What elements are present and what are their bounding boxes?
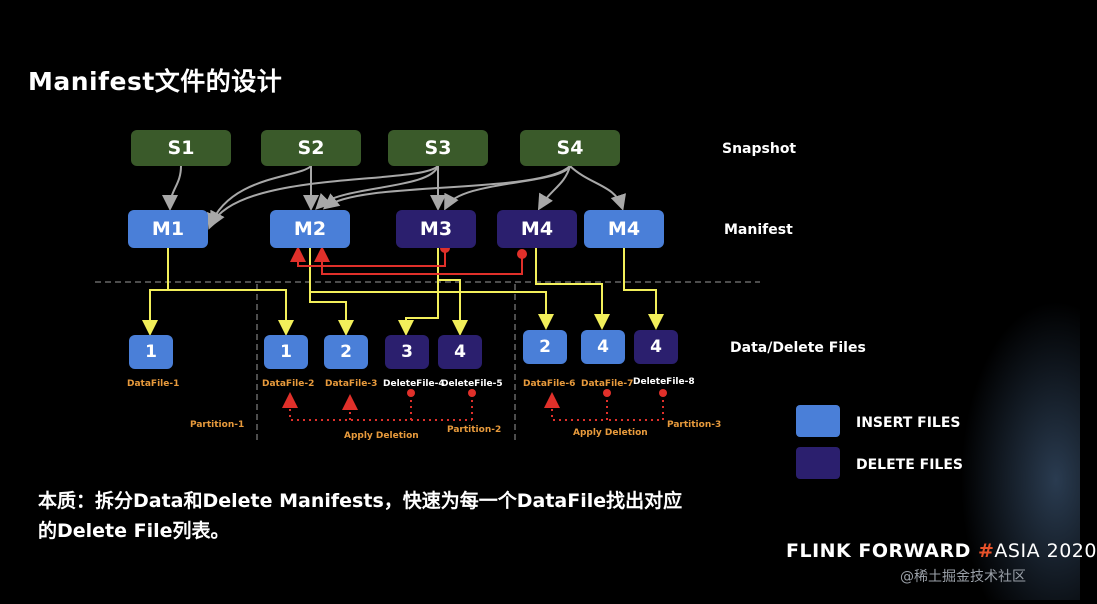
- legend-insert-swatch: [796, 405, 840, 437]
- snapshot-s4: S4: [520, 130, 620, 166]
- brand-logo: FLINK FORWARD #ASIA 2020: [786, 540, 1097, 562]
- decorative-glow: [960, 300, 1080, 600]
- apply-deletion-links: [282, 392, 664, 421]
- file-label: DataFile-7: [581, 379, 634, 389]
- manifest-m2: M2: [270, 210, 350, 248]
- manifest-m1: M1: [128, 210, 208, 248]
- row-label-snapshot: Snapshot: [722, 141, 797, 157]
- snapshot-s1: S1: [131, 130, 231, 166]
- delete-manifest-links: [290, 243, 527, 275]
- file-label: DeleteFile-8: [633, 377, 695, 387]
- brand-main: FLINK FORWARD: [786, 540, 978, 562]
- file-deletefile-4: 3: [385, 335, 429, 369]
- delete-dots: [407, 389, 667, 397]
- partition-separators: [95, 281, 760, 440]
- file-label: DataFile-3: [325, 379, 378, 389]
- file-label: DeleteFile-4: [383, 379, 445, 389]
- partition-label: Partition-2: [447, 425, 502, 435]
- file-datafile-7: 4: [581, 330, 625, 364]
- snapshot-s2: S2: [261, 130, 361, 166]
- legend-delete-label: DELETE FILES: [856, 457, 963, 473]
- brand-asia: ASIA 2020: [994, 540, 1097, 562]
- snapshot-manifest-links: [162, 165, 626, 230]
- file-label: DataFile-6: [523, 379, 576, 389]
- row-label-manifest: Manifest: [724, 222, 793, 238]
- summary-line-2: 的Delete File列表。: [38, 520, 230, 542]
- apply-deletion-label: Apply Deletion: [344, 431, 419, 441]
- manifest-m3: M3: [396, 210, 476, 248]
- slide-title: Manifest文件的设计: [28, 67, 283, 96]
- partition-label: Partition-1: [190, 420, 245, 430]
- manifest-file-links: [142, 248, 664, 336]
- partition-label: Partition-3: [667, 420, 722, 430]
- manifest-m4-insert: M4: [584, 210, 664, 248]
- file-label: DataFile-2: [262, 379, 315, 389]
- file-datafile-6: 2: [523, 330, 567, 364]
- legend-insert-label: INSERT FILES: [856, 415, 961, 431]
- row-label-files: Data/Delete Files: [730, 340, 866, 356]
- file-datafile-3: 2: [324, 335, 368, 369]
- summary-text: 本质：拆分Data和Delete Manifests，快速为每一个DataFil…: [38, 486, 818, 546]
- file-label: DataFile-1: [127, 379, 180, 389]
- file-label: DeleteFile-5: [441, 379, 503, 389]
- apply-deletion-label: Apply Deletion: [573, 428, 648, 438]
- summary-line-1: 本质：拆分Data和Delete Manifests，快速为每一个DataFil…: [38, 490, 683, 512]
- brand-hash: #: [977, 540, 995, 562]
- file-datafile-2: 1: [264, 335, 308, 369]
- manifest-m4-delete: M4: [497, 210, 577, 248]
- file-deletefile-8: 4: [634, 330, 678, 364]
- watermark: @稀土掘金技术社区: [900, 569, 1026, 585]
- file-datafile-1: 1: [129, 335, 173, 369]
- file-deletefile-5: 4: [438, 335, 482, 369]
- snapshot-s3: S3: [388, 130, 488, 166]
- legend-delete-swatch: [796, 447, 840, 479]
